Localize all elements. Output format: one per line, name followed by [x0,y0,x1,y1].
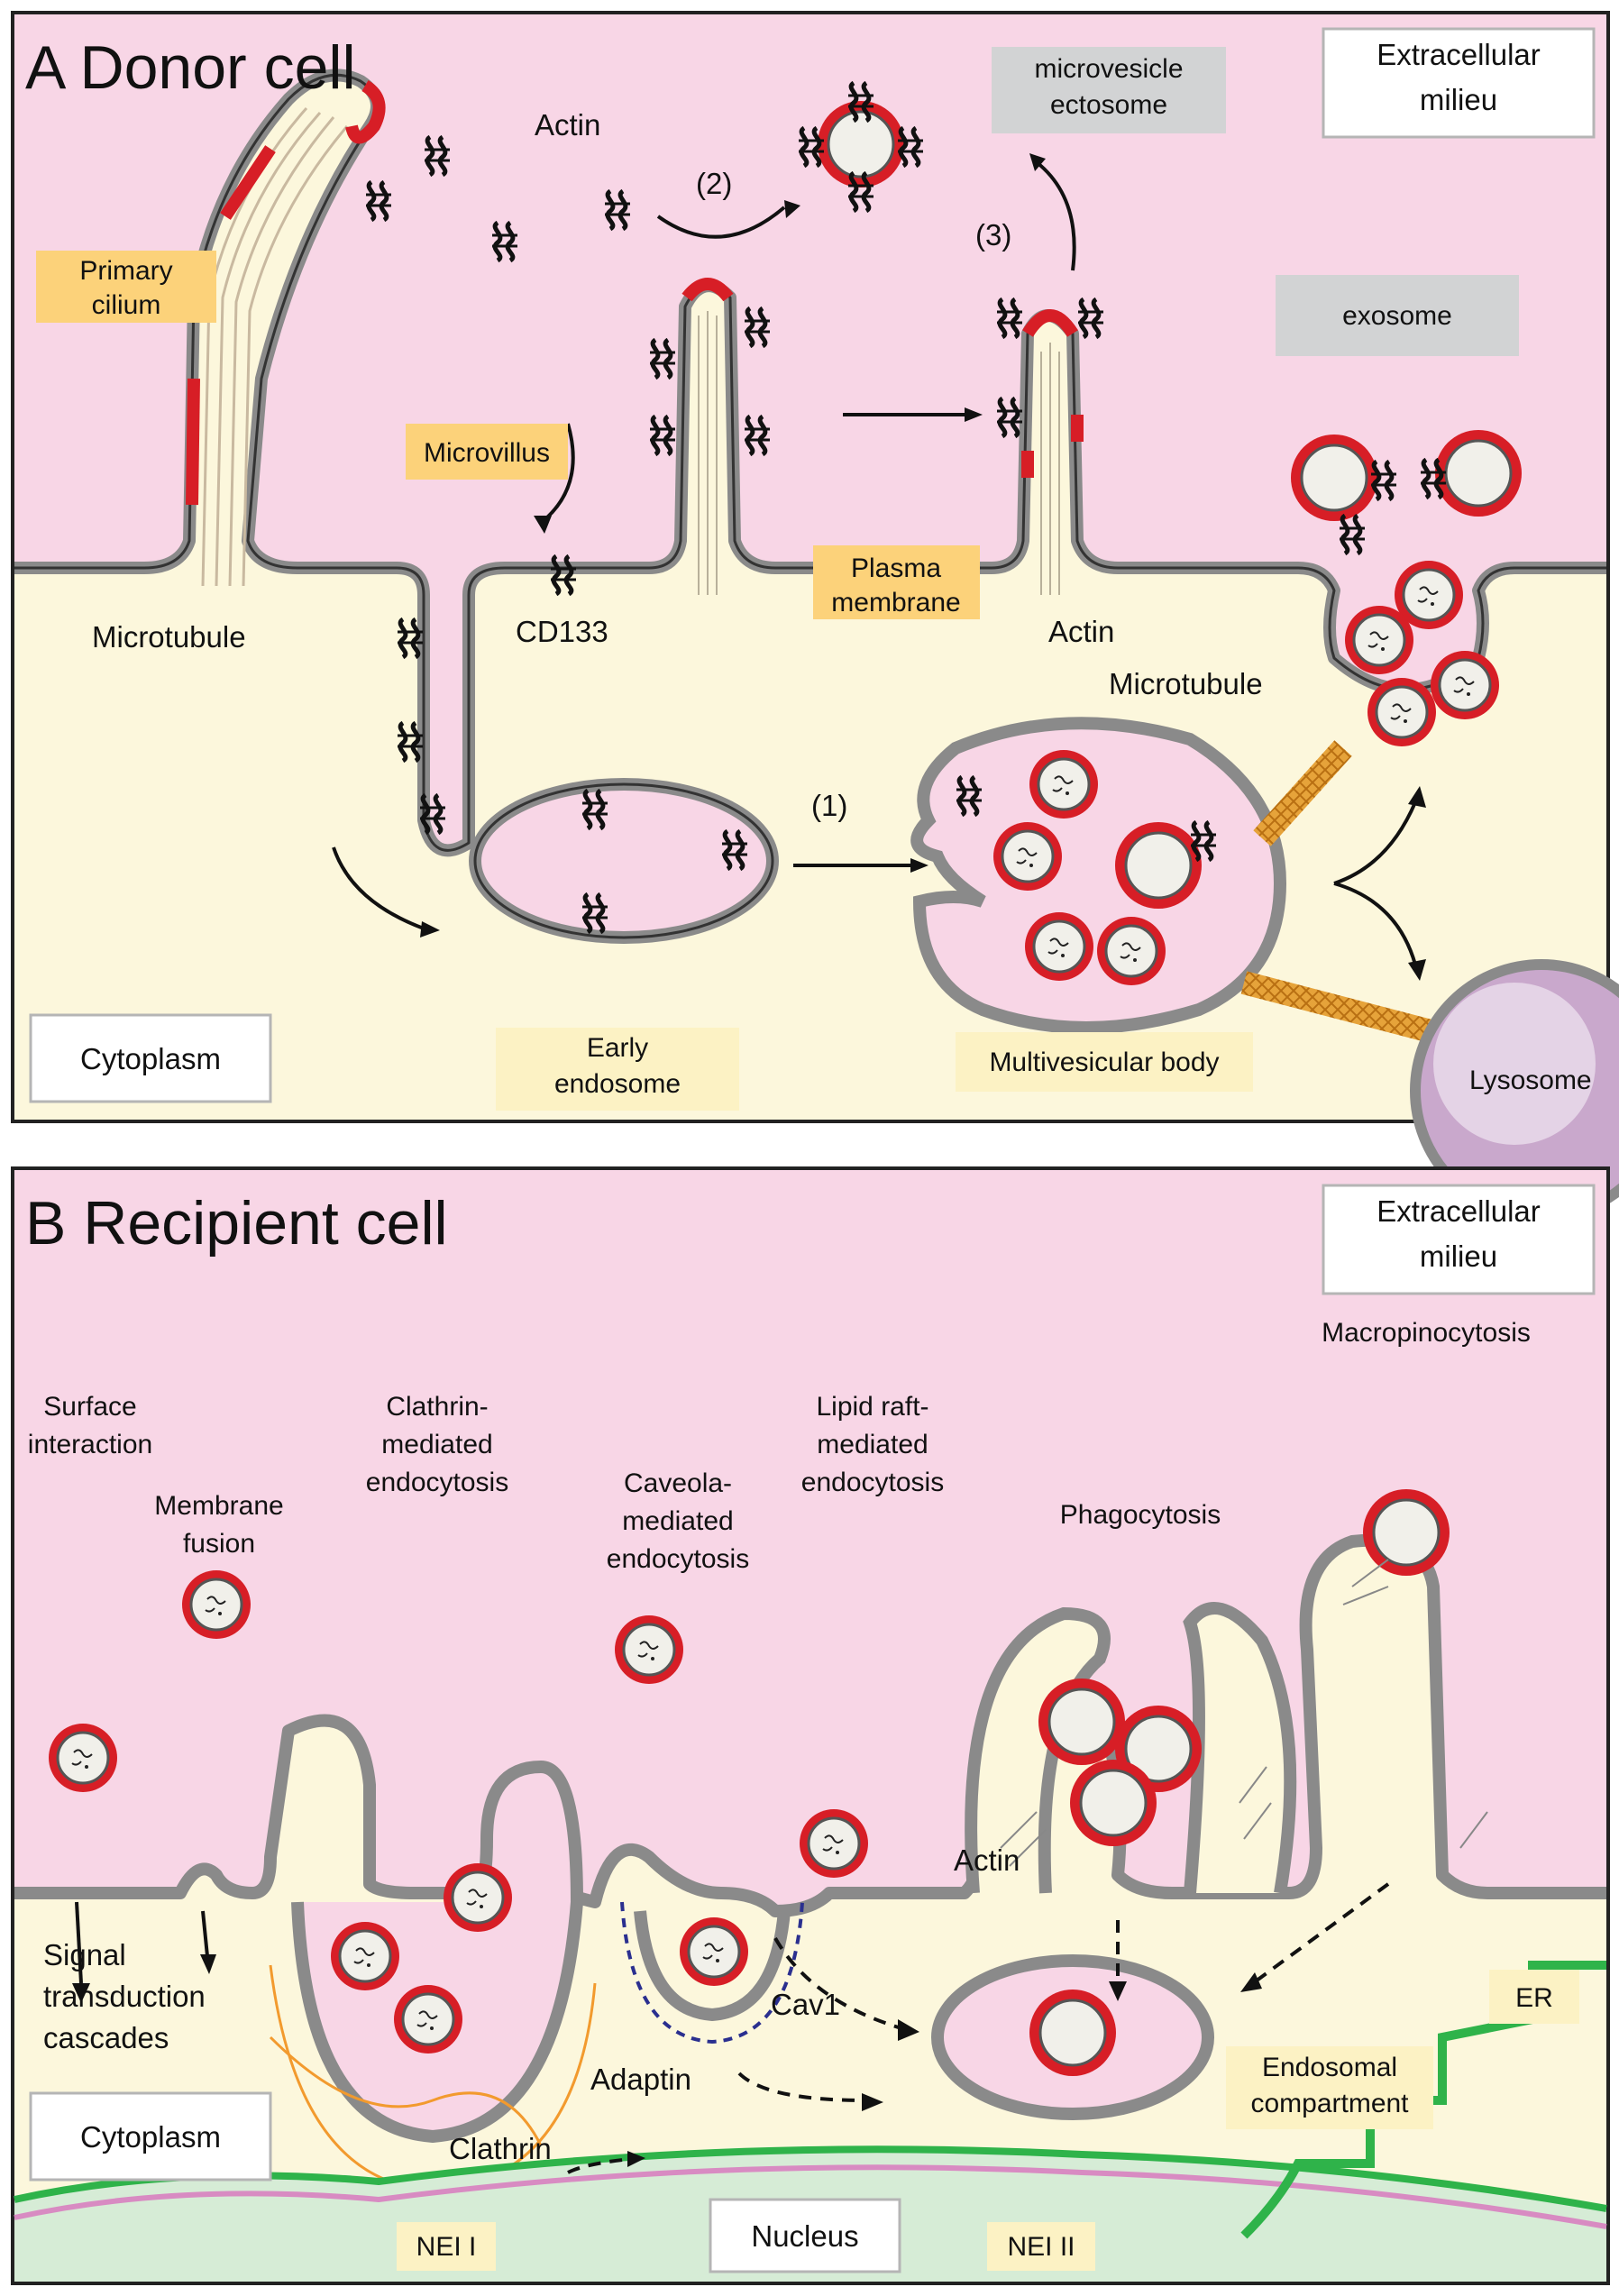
caveola-line1: Caveola- [624,1468,732,1498]
er [1240,1961,1606,2239]
svg-text:Cytoplasm: Cytoplasm [80,2120,221,2154]
svg-text:ectosome: ectosome [1050,90,1167,120]
endosomal-label: Endosomal compartment [1226,2046,1433,2129]
actin-label-top: Actin [535,108,600,142]
microtubule-label-right: Microtubule [1109,667,1263,700]
clathrin-endo-line2: mediated [381,1430,492,1459]
microvillus-label: Microvillus [406,424,568,480]
cytoplasm-label-a: Cytoplasm [29,1013,272,1103]
svg-text:milieu: milieu [1420,1239,1497,1273]
svg-text:compartment: compartment [1250,2089,1409,2118]
endosomal-compartment [931,1954,1214,2120]
cav1-label: Cav1 [771,1988,840,2021]
svg-text:microvesicle: microvesicle [1034,54,1183,84]
svg-text:NEI II: NEI II [1007,2232,1075,2262]
svg-text:ER: ER [1515,1983,1553,2013]
extracellular-label-b: Extracellular milieu [1322,1184,1596,1295]
cytoplasm-label-b: Cytoplasm [29,2091,272,2182]
svg-text:Multivesicular body: Multivesicular body [989,1047,1219,1077]
lipid-line1: Lipid raft- [816,1392,928,1422]
svg-text:endosome: endosome [554,1069,681,1099]
er-label: ER [1489,1970,1579,2024]
nei1-label: NEI I [397,2222,496,2271]
signal-line3: cascades [43,2021,169,2054]
svg-text:Cytoplasm: Cytoplasm [80,1042,221,1075]
fusion-label-line1: Membrane [154,1491,283,1521]
svg-text:Endosomal: Endosomal [1262,2053,1397,2082]
actin-filaments [1000,1559,1488,1867]
actin-label-b: Actin [954,1843,1020,1877]
primary-cilium-label: Primary cilium [36,251,216,323]
svg-text:NEI I: NEI I [416,2232,477,2262]
multivesicular-body [910,717,1287,1034]
lysosome-label: Lysosome [1469,1066,1592,1095]
caveola-line3: endocytosis [607,1544,749,1574]
panel-b: B Recipient cell Extracellular milieu Ma… [11,1166,1610,2285]
svg-text:Nucleus: Nucleus [751,2219,858,2253]
clathrin-label: Clathrin [449,2132,552,2165]
svg-text:Early: Early [587,1033,648,1063]
nei2-label: NEI II [987,2222,1095,2271]
svg-text:membrane: membrane [831,588,960,617]
svg-text:milieu: milieu [1420,83,1497,116]
phagocytosis-cup [965,1602,1297,1895]
mvb-label: Multivesicular body [956,1032,1253,1092]
macropinocytosis-vesicle [1361,1487,1451,1578]
lipid-line3: endocytosis [801,1468,944,1497]
arrows-a [332,160,1417,965]
arrows-b [75,1882,1390,2174]
lipid-line2: mediated [817,1430,928,1459]
svg-text:exosome: exosome [1342,301,1452,331]
microtubule-label-left: Microtubule [92,620,246,654]
signal-line2: transduction [43,1980,206,2013]
plasma-membrane-label: Plasma membrane [813,545,980,619]
microvesicle-label: microvesicle ectosome [992,47,1226,133]
svg-text:Microvillus: Microvillus [424,438,550,468]
clathrin-endo-line3: endocytosis [366,1468,508,1497]
fusion-label-line2: fusion [183,1529,255,1559]
svg-text:Plasma: Plasma [851,553,941,583]
actin-label-bottom: Actin [1048,615,1114,648]
macropinocytosis-label: Macropinocytosis [1322,1318,1531,1348]
early-endosome [469,778,779,944]
clathrin-pit [269,1760,597,2192]
panel-b-title: B Recipient cell [25,1189,448,1258]
svg-text:Extracellular: Extracellular [1377,38,1541,71]
surface-label-line2: interaction [28,1430,152,1459]
panel-a-title: A Donor cell [25,33,356,102]
step-3-label: (3) [975,218,1011,252]
panel-a: A Donor cell Extracellular milieu microv… [11,11,1619,1222]
exosome-label: exosome [1276,275,1519,356]
nucleus-label: Nucleus [709,2198,901,2273]
caveola-line2: mediated [622,1506,733,1536]
cd133-label: CD133 [516,615,608,648]
adaptin-label: Adaptin [590,2063,691,2096]
clathrin-endo-line1: Clathrin- [386,1392,488,1422]
svg-text:Extracellular: Extracellular [1377,1194,1541,1228]
early-endosome-label: Early endosome [496,1028,739,1111]
signal-line1: Signal [43,1938,126,1971]
step-1-label: (1) [811,789,847,822]
svg-text:Primary: Primary [79,256,172,286]
caveola [620,1901,804,2044]
lipid-raft-vesicle [798,1807,870,1880]
extracellular-label-a: Extracellular milieu [1322,27,1596,139]
step-2-label: (2) [696,167,732,200]
microvillus-actin [698,311,1060,595]
svg-text:cilium: cilium [92,290,161,320]
surface-label-line1: Surface [43,1392,136,1422]
phagocytosis-label: Phagocytosis [1060,1500,1221,1530]
